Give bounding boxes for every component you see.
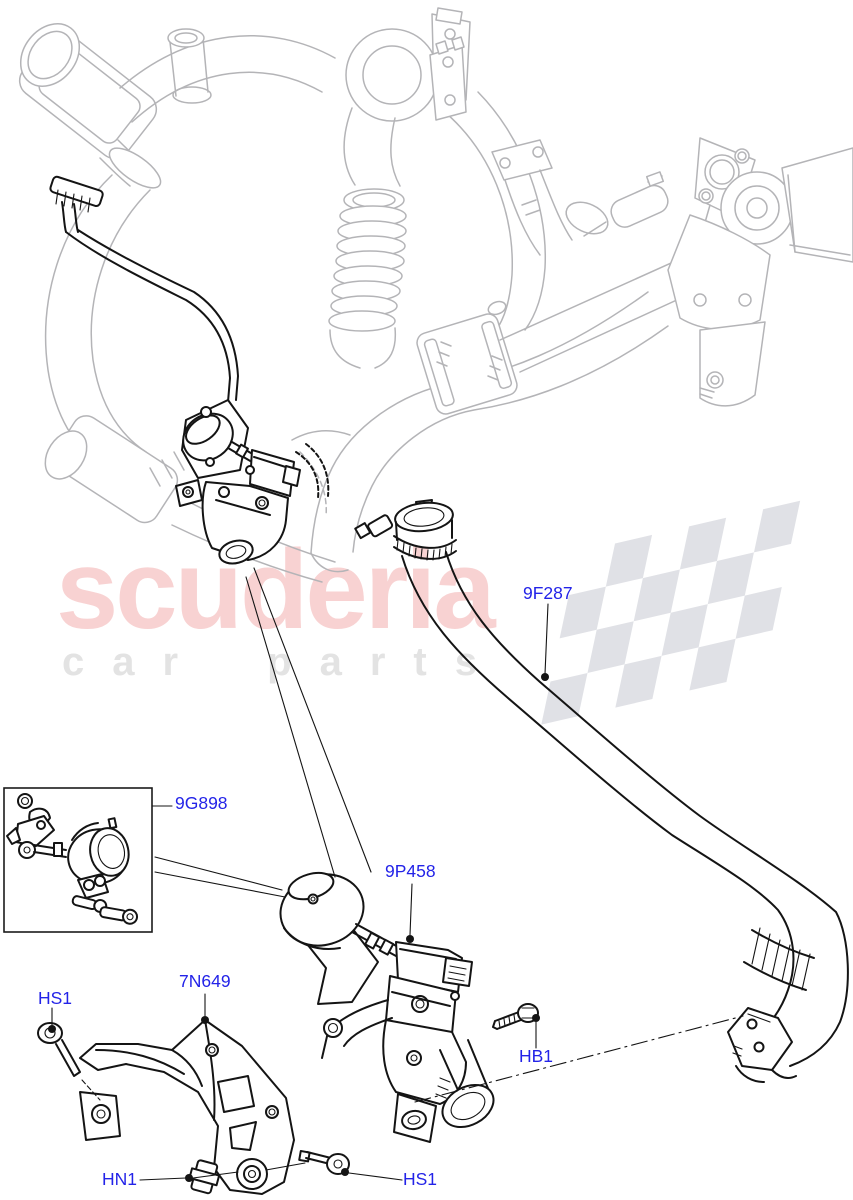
watermark-brand: scuderia (56, 527, 496, 652)
part-label-HS1-lower[interactable]: HS1 (403, 1169, 438, 1189)
inset-box-9G898 (3, 787, 153, 933)
part-label-9F287[interactable]: 9F287 (523, 583, 573, 603)
fastener-hardware (37, 1003, 539, 1195)
part-label-9P458[interactable]: 9P458 (385, 861, 436, 881)
part-label-HN1[interactable]: HN1 (102, 1169, 138, 1189)
part-label-HS1-upper[interactable]: HS1 (38, 988, 73, 1008)
engine-assembly-muted-art (18, 7, 853, 583)
part-label-9G898[interactable]: 9G898 (175, 793, 228, 813)
hose-9F287 (354, 499, 849, 1083)
watermark-tagline: car parts (62, 640, 505, 684)
part-label-7N649[interactable]: 7N649 (179, 971, 231, 991)
callout-leader-lines (48, 567, 744, 1182)
mounting-bracket-7N649 (79, 1019, 295, 1195)
egr-valve-in-situ (175, 399, 330, 565)
egr-valve-detail-view (279, 871, 495, 1143)
part-label-HB1[interactable]: HB1 (519, 1046, 554, 1066)
vacuum-pipe-highlight (49, 175, 239, 403)
